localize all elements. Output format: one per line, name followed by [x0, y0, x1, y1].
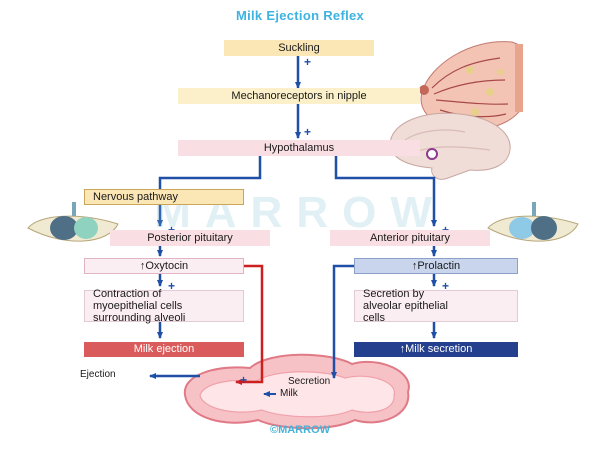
plus-sign: + [304, 125, 311, 139]
suckling-box: Suckling [224, 40, 374, 56]
plus-sign: + [442, 279, 449, 293]
plus-sign: + [240, 373, 247, 387]
posterior-pituitary-box: Posterior pituitary [110, 230, 270, 246]
copyright: ©MARROW [269, 424, 331, 436]
anterior-pituitary-box: Anterior pituitary [330, 230, 490, 246]
oxytocin-box: ↑Oxytocin [84, 258, 244, 274]
secretion-label: Secretion [288, 376, 331, 387]
nervous-pathway-box: Nervous pathway [84, 189, 244, 205]
ejection-label: Ejection [80, 369, 116, 380]
plus-sign: + [304, 55, 311, 69]
milk-label: Milk [280, 388, 298, 399]
secretion-by-box: Secretion by alveolar epithelial cells [354, 288, 518, 324]
diagram-title: Milk Ejection Reflex [235, 8, 365, 23]
hypothalamus-box: Hypothalamus [178, 140, 420, 156]
pituitary-left-icon [27, 202, 119, 242]
breast-icon [419, 41, 523, 131]
plus-sign: + [168, 279, 175, 293]
milk-ejection-box: Milk ejection [84, 342, 244, 357]
brain-icon [389, 112, 511, 180]
mechanoreceptors-box: Mechanoreceptors in nipple [178, 88, 420, 104]
milk-secretion-box: ↑Milk secretion [354, 342, 518, 357]
pituitary-right-icon [487, 202, 579, 242]
contraction-box: Contraction of myoepithelial cells surro… [84, 288, 244, 324]
prolactin-box: ↑Prolactin [354, 258, 518, 274]
